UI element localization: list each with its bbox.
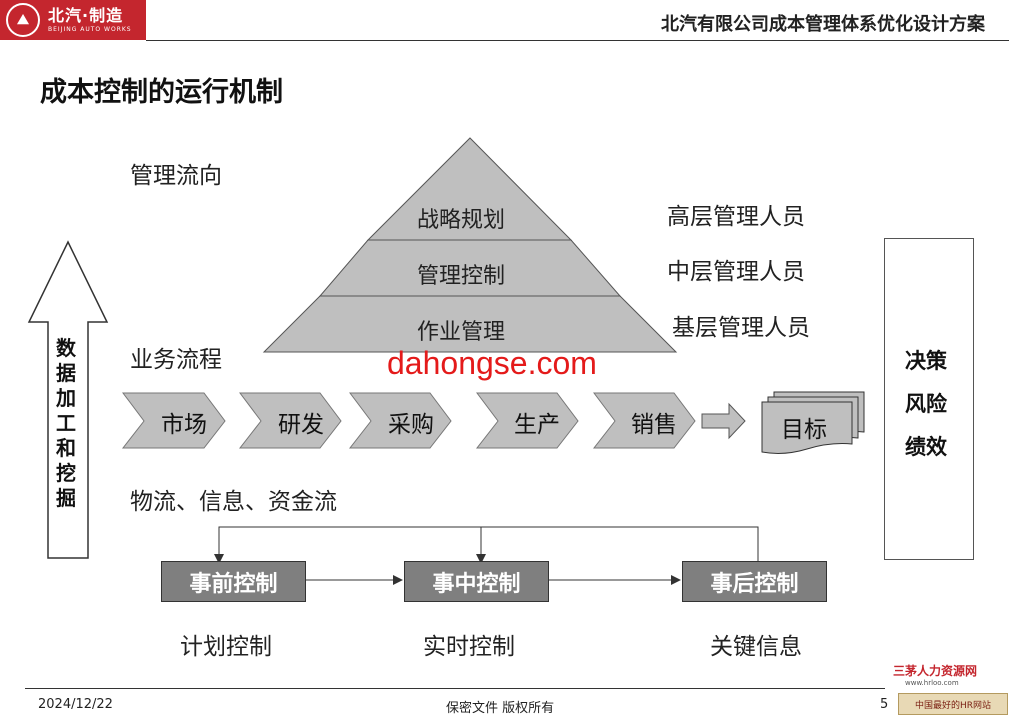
chevron-production <box>475 392 579 449</box>
step-market: 市场 <box>161 412 207 438</box>
pyramid-label-strategy: 战略规划 <box>417 208 506 233</box>
logo-cn: 北汽·制造 <box>48 5 124 25</box>
chevron-purchase <box>348 392 452 449</box>
data-processing-label: 数据加工和挖掘 <box>56 336 76 510</box>
hr-site-url: www.hrloo.com <box>905 679 959 687</box>
pyramid-label-control: 管理控制 <box>417 264 506 289</box>
step-rnd: 研发 <box>278 412 324 438</box>
management-flow-label: 管理流向 <box>130 163 222 189</box>
outcome-decision: 决策 <box>905 348 947 373</box>
caption-key-info: 关键信息 <box>710 634 802 660</box>
page-number: 5 <box>880 697 889 712</box>
pre-control-box: 事前控制 <box>161 561 306 602</box>
hr-site-tagline: 中国最好的HR网站 <box>898 693 1008 715</box>
step-purchase: 采购 <box>388 412 434 438</box>
target-label: 目标 <box>781 417 827 443</box>
to-target-arrow <box>701 402 746 440</box>
logo-text: 北汽·制造 BEIJING AUTO WORKS <box>48 5 132 33</box>
logo-en: BEIJING AUTO WORKS <box>48 25 132 33</box>
feedback-line <box>214 526 759 564</box>
chevron-rnd <box>238 392 342 449</box>
step-production: 生产 <box>514 412 560 438</box>
footer-divider <box>25 688 885 689</box>
pyramid-label-operation: 作业管理 <box>417 320 506 345</box>
outcome-panel <box>884 238 974 560</box>
business-flow-label: 业务流程 <box>130 347 222 373</box>
target-doc-front <box>761 401 853 454</box>
brand-logo: ⛰ 北汽·制造 BEIJING AUTO WORKS <box>0 0 146 40</box>
logo-emblem-icon: ⛰ <box>6 3 40 37</box>
data-processing-arrow <box>27 240 109 559</box>
outcome-performance: 绩效 <box>905 434 947 459</box>
role-senior: 高层管理人员 <box>667 204 805 230</box>
chevron-sales <box>592 392 696 449</box>
caption-plan-control: 计划控制 <box>180 634 272 660</box>
header-divider <box>146 40 1009 41</box>
caption-realtime-control: 实时控制 <box>423 634 515 660</box>
footer-date: 2024/12/22 <box>38 697 113 712</box>
post-control-box: 事后控制 <box>682 561 827 602</box>
role-base: 基层管理人员 <box>672 315 810 341</box>
chevron-market <box>121 392 226 449</box>
step-sales: 销售 <box>631 412 677 438</box>
hr-site-logo: 三茅人力资源网 <box>893 664 978 678</box>
outcome-risk: 风险 <box>905 391 947 416</box>
watermark: dahongse.com <box>387 345 597 381</box>
pyramid-level-bottom <box>262 295 678 353</box>
footer-confidential: 保密文件 版权所有 <box>446 701 555 716</box>
document-title: 北汽有限公司成本管理体系优化设计方案 <box>661 14 985 35</box>
page-title: 成本控制的运行机制 <box>40 77 283 108</box>
role-middle: 中层管理人员 <box>667 259 805 285</box>
material-flow-label: 物流、信息、资金流 <box>130 489 337 515</box>
mid-control-box: 事中控制 <box>404 561 549 602</box>
